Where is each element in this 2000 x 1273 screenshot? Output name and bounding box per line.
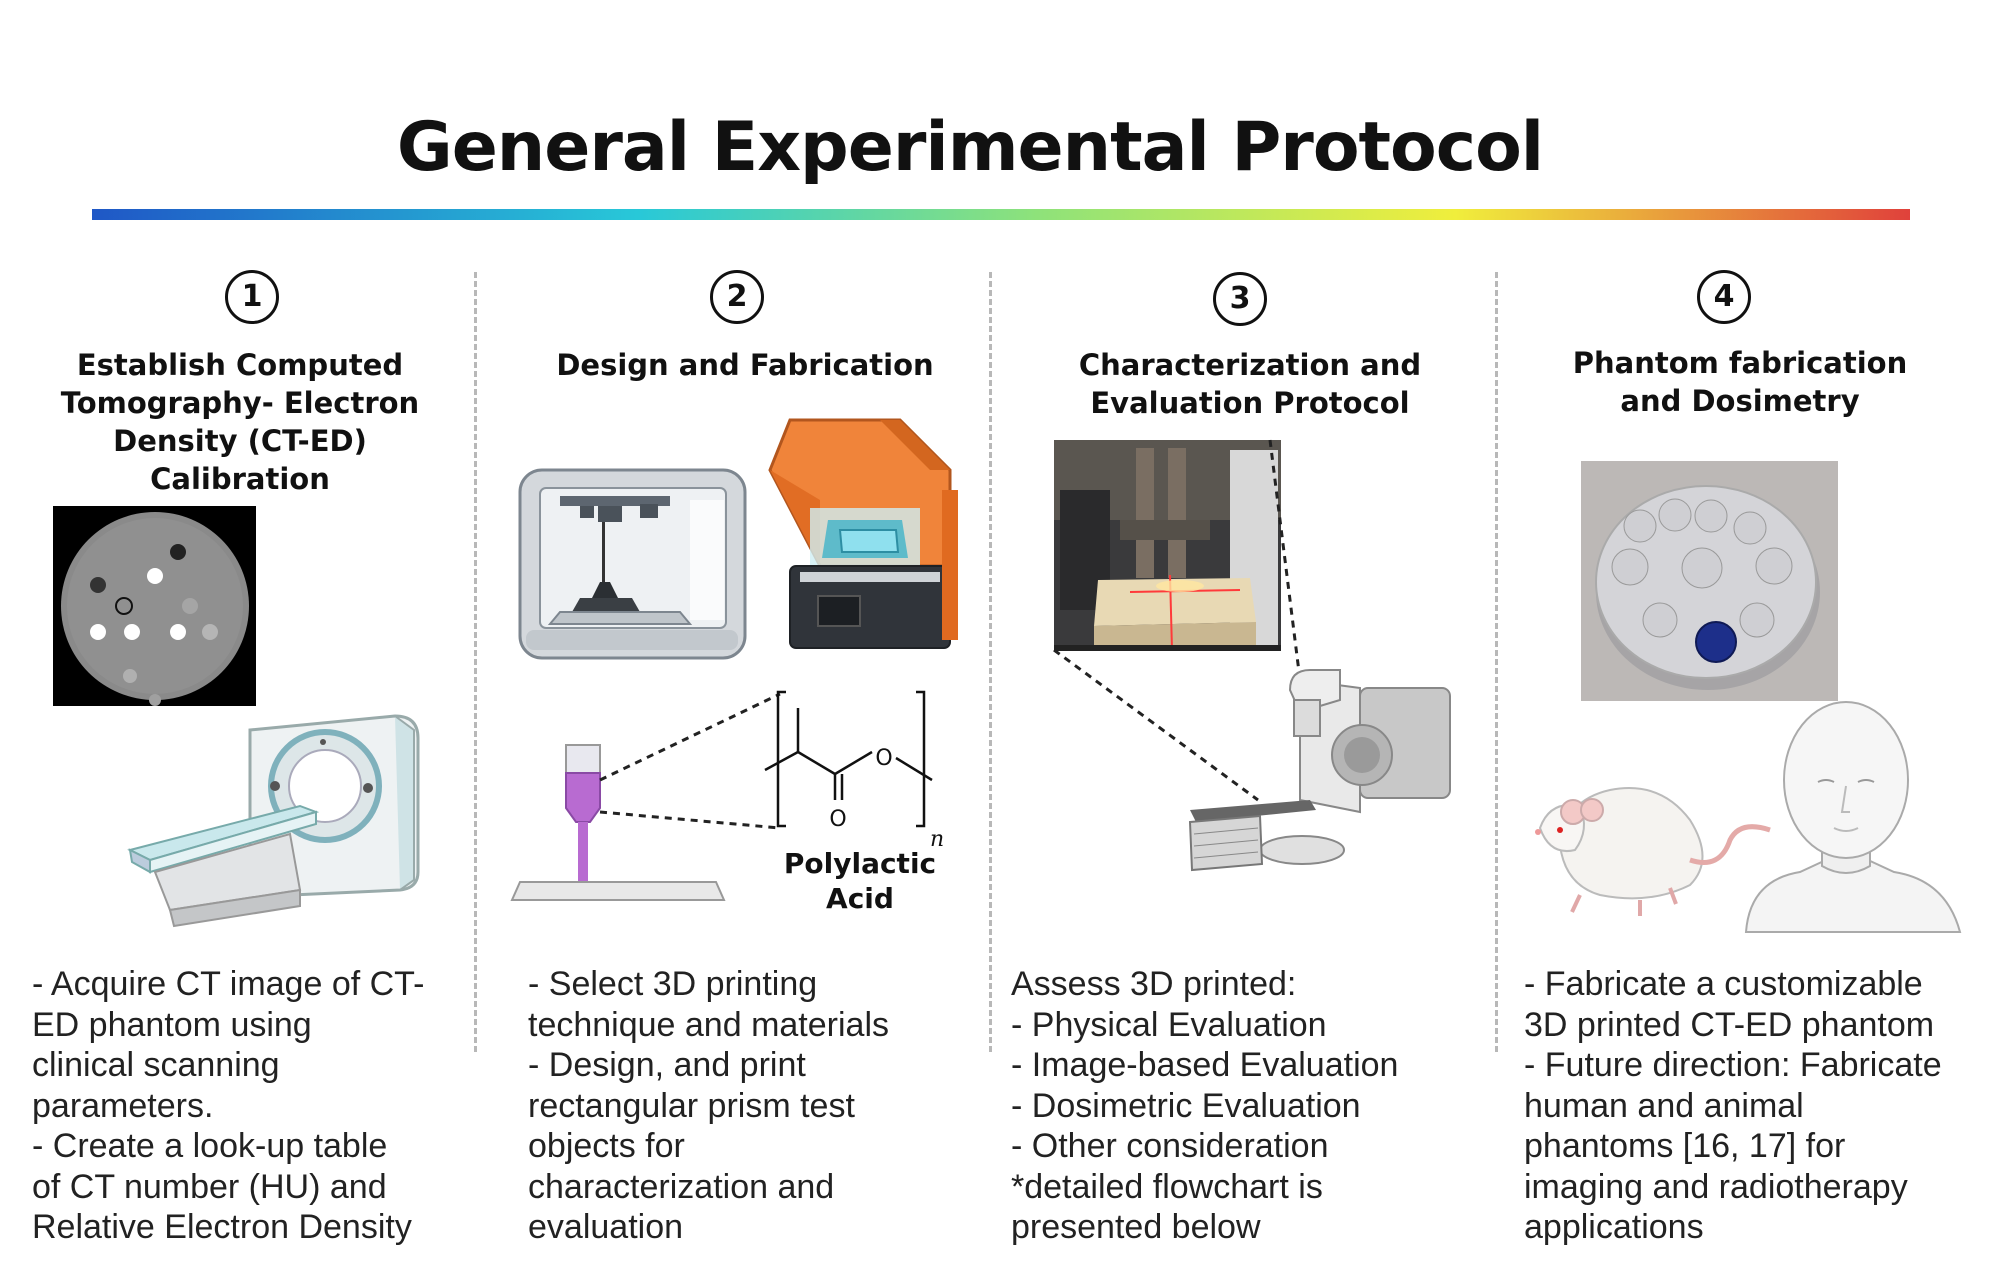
linac-icon [1188,669,1451,872]
column-divider-3 [1495,272,1498,1052]
step-2-description: - Select 3D printing technique and mater… [528,965,890,1246]
step-3-number: 3 [1213,272,1267,326]
polymer-subscript-n: n [930,827,944,852]
step-1-number: 1 [225,270,279,324]
step-3-description: Assess 3D printed: - Physical Evaluation… [1011,965,1399,1246]
page-title: General Experimental Protocol [396,108,1544,187]
step-3-heading: Characterization and Evaluation Protocol [1078,348,1422,420]
sla-printer-icon [768,418,958,649]
step-4-description: - Fabricate a customizable 3D printed CT… [1524,965,1942,1246]
oxygen-atom-2: O [829,807,846,832]
rat-icon [1535,787,1771,916]
rainbow-divider-bar [92,209,1910,220]
oxygen-atom-1: O [875,746,892,771]
column-divider-2 [989,272,992,1052]
step-1-description: - Acquire CT image of CT- ED phantom usi… [32,965,425,1246]
extruder-nozzle-icon [510,692,781,901]
ct-scanner-icon [127,714,420,928]
phantom-photo [1581,461,1838,701]
step-4-heading: Phantom fabrication and Dosimetry [1572,346,1908,418]
step-1-heading: Establish Computed Tomography- Electron … [60,348,420,496]
polylactic-acid-structure [764,690,933,828]
polylactic-acid-label: Polylactic Acid [783,847,937,915]
column-divider-1 [474,272,477,1052]
human-head-icon [1744,701,1962,933]
fdm-printer-icon [518,468,747,660]
lab-photo [1054,440,1281,651]
step-2-heading: Design and Fabrication [556,348,934,382]
ct-phantom-image [53,506,256,706]
step-4-number: 4 [1697,270,1751,324]
step-2-number: 2 [710,270,764,324]
